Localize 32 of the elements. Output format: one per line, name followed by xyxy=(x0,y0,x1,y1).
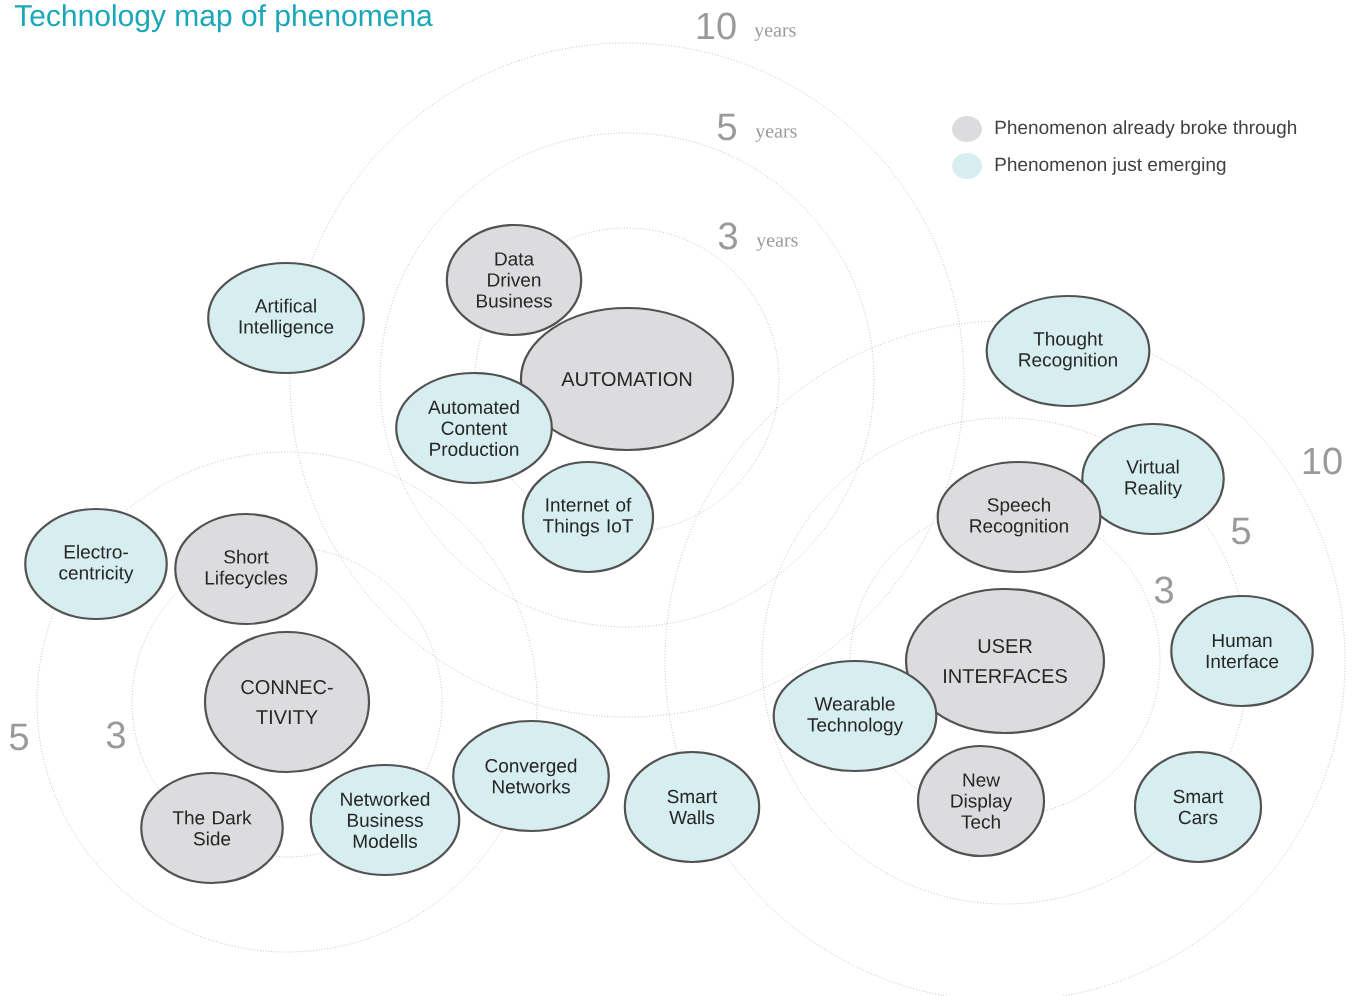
phenomenon-bubble: Virtual Reality xyxy=(1081,422,1225,536)
legend-text: Phenomenon just emerging xyxy=(995,157,1226,175)
phenomenon-bubble: Converged Networks xyxy=(452,719,610,833)
ring-label: years xyxy=(756,237,798,251)
phenomenon-bubble: The Dark Side xyxy=(140,771,284,885)
ring-label: 5 xyxy=(9,723,28,751)
legend-text: Phenomenon already broke through xyxy=(995,120,1297,138)
phenomenon-bubble: CONNEC-TIVITY xyxy=(203,630,371,774)
ring-label: 3 xyxy=(106,721,125,749)
phenomenon-bubble: Data Driven Business xyxy=(445,223,583,337)
phenomenon-bubble: Networked Business Modells xyxy=(309,763,461,877)
phenomenon-bubble: Wearable Technology xyxy=(772,659,938,773)
ring-label: 5 xyxy=(1231,517,1250,545)
phenomenon-bubble: Thought Recognition xyxy=(985,294,1151,408)
phenomenon-bubble: Internet of Things IoT xyxy=(521,460,655,574)
phenomenon-bubble: USER INTERFACES xyxy=(904,587,1106,735)
phenomenon-bubble: Speech Recognition xyxy=(936,460,1102,574)
phenomenon-bubble: New Display Tech xyxy=(916,744,1046,858)
phenomenon-bubble: Electro-centricity xyxy=(24,507,168,621)
phenomenon-bubble: Short Lifecycles xyxy=(174,512,318,626)
phenomenon-bubble: Automated Content Production xyxy=(395,371,553,485)
ring-label: 3 xyxy=(718,222,737,250)
phenomenon-bubble: Smart Walls xyxy=(623,750,761,864)
ring-label: 5 xyxy=(717,113,736,141)
ring-label: 10 xyxy=(1303,447,1342,475)
phenomenon-bubble: Smart Cars xyxy=(1133,750,1263,864)
ring-label: 10 xyxy=(697,12,736,40)
ring-label: years xyxy=(755,128,797,142)
title: Technology map of phenomena xyxy=(14,4,433,33)
phenomenon-bubble: Artifical Intelligence xyxy=(207,261,365,375)
ring-label: years xyxy=(754,27,796,41)
ring-label: 3 xyxy=(1154,576,1173,604)
